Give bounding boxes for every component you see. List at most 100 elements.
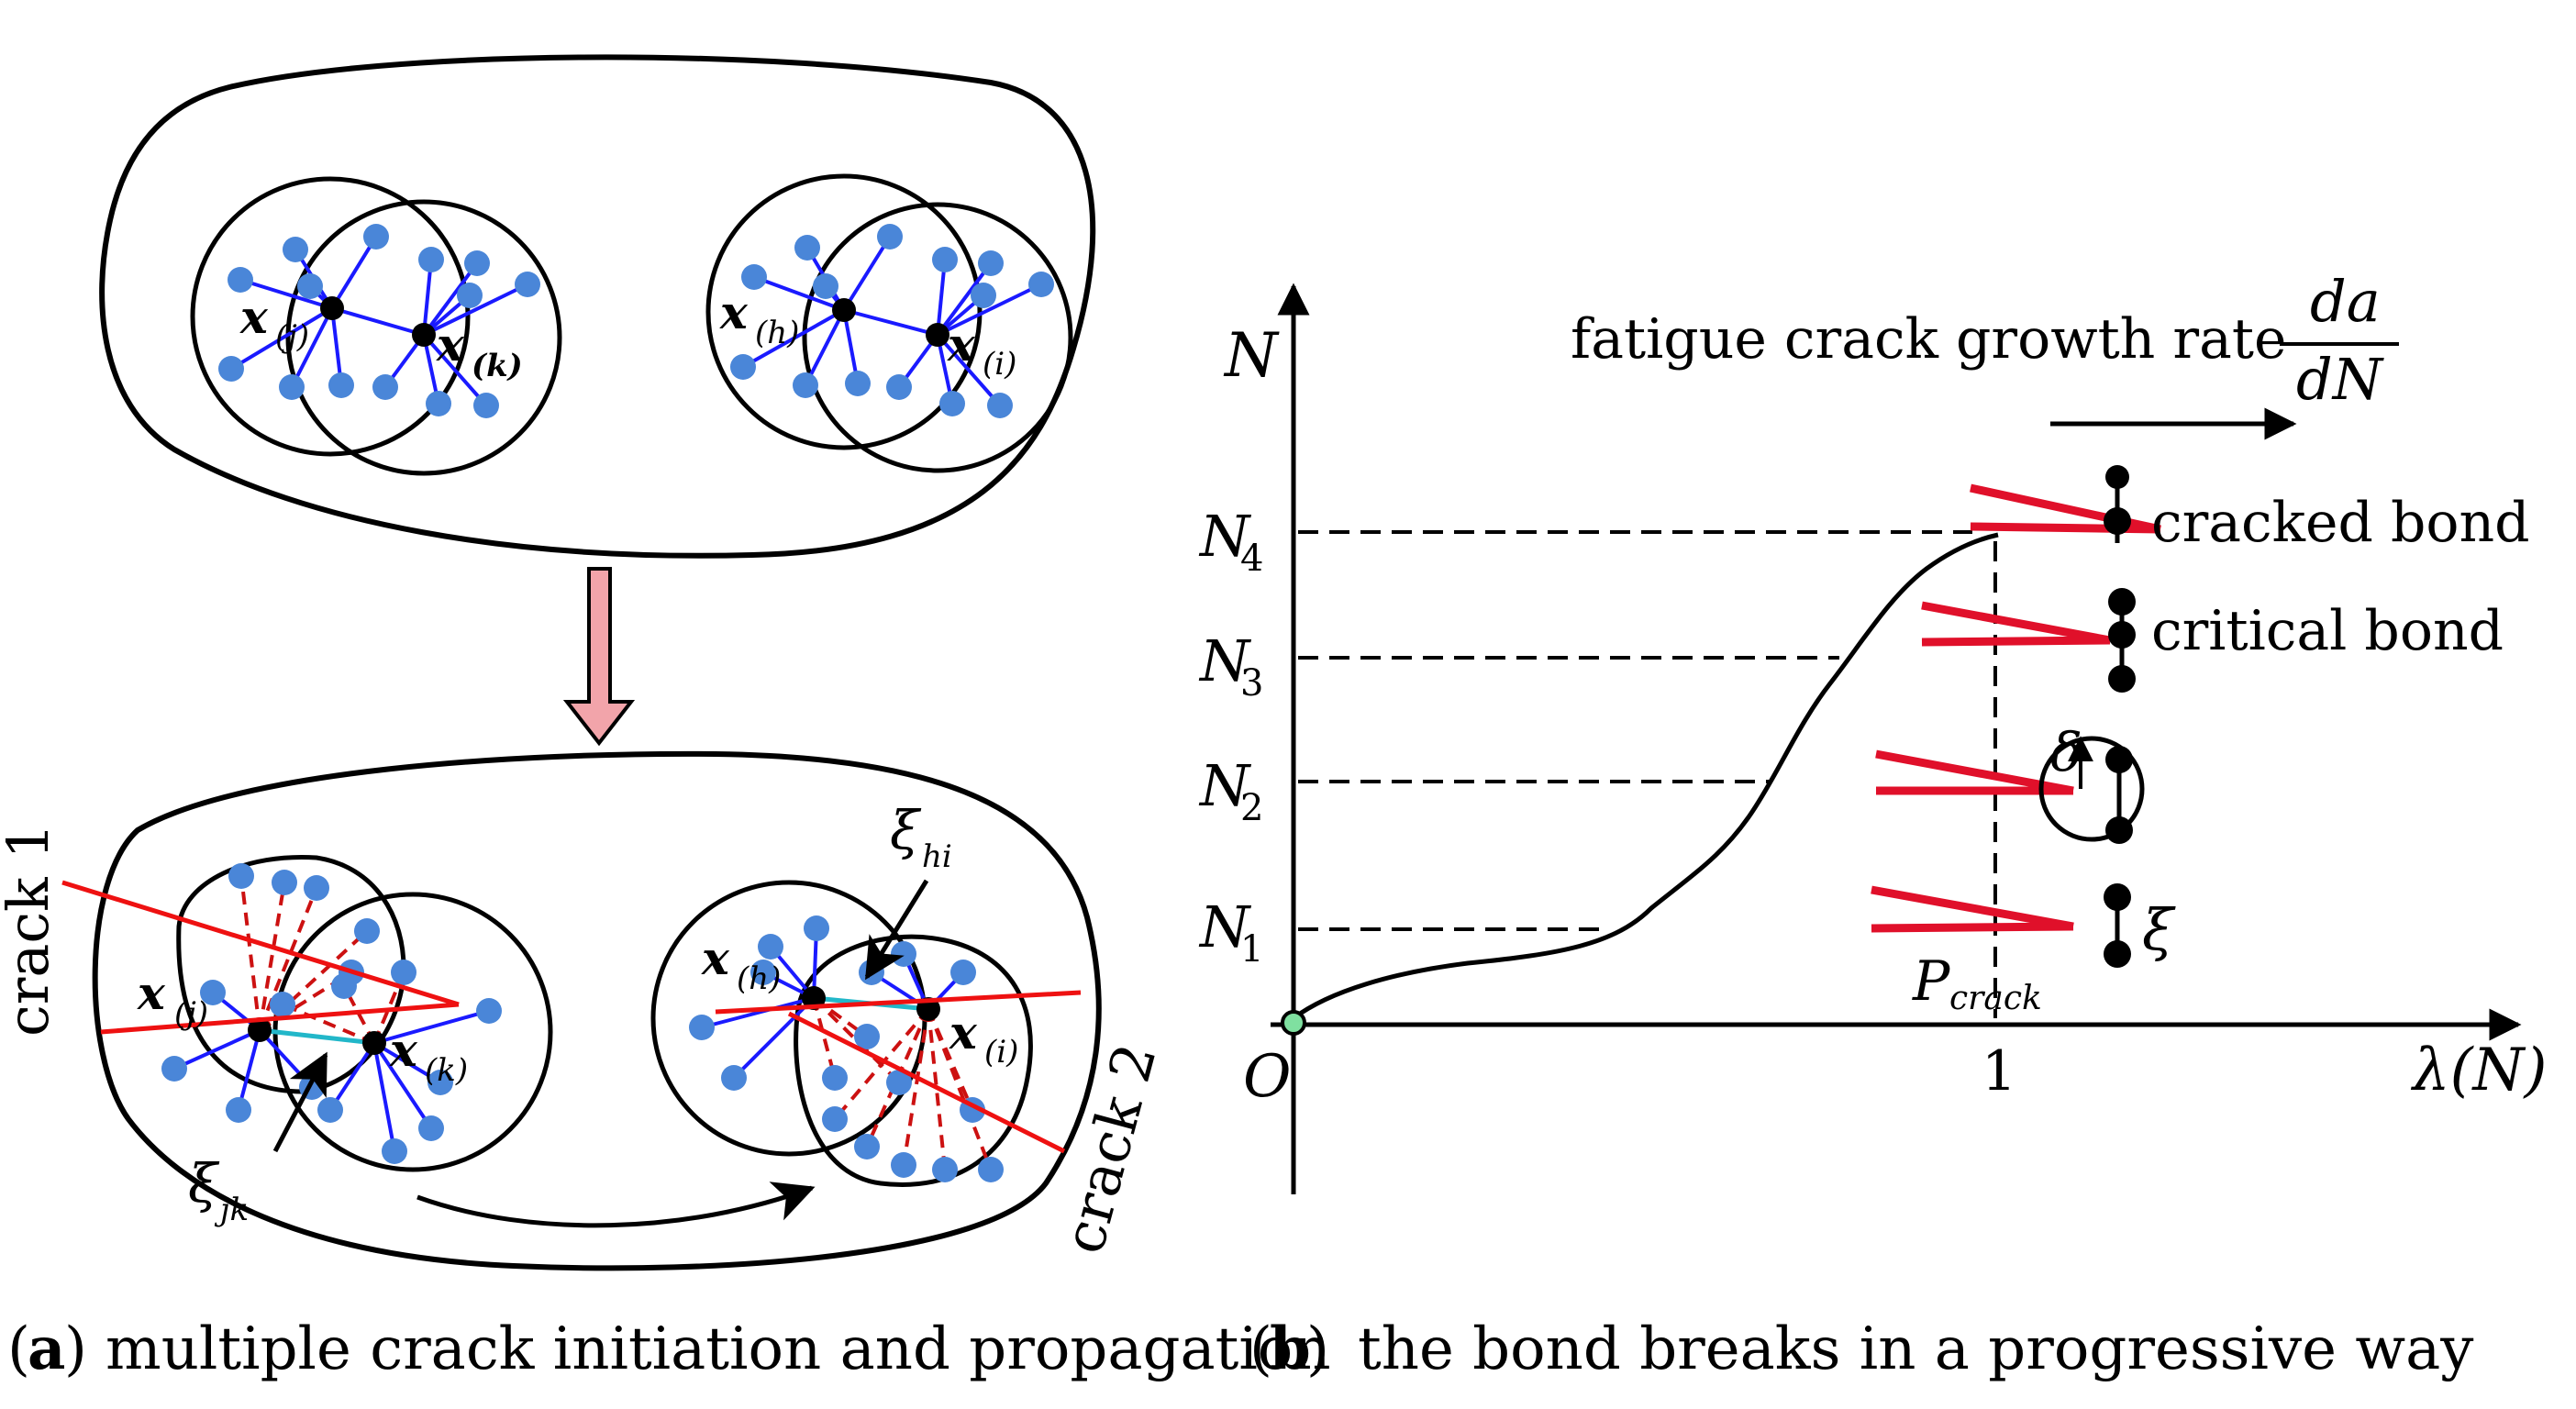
material-point <box>161 1056 187 1082</box>
body-outline-top <box>99 54 1096 559</box>
material-point <box>272 870 297 895</box>
material-point <box>886 374 912 400</box>
bond-line <box>229 306 334 371</box>
label-x-j-top-sub: (j) <box>275 318 309 355</box>
bond-line <box>328 1041 376 1112</box>
material-point <box>978 1157 1004 1182</box>
bond-line <box>927 1008 947 1170</box>
label-x-h-top-sub: (h) <box>755 315 799 351</box>
xi-hi-arrow <box>864 879 929 981</box>
center-point <box>362 1031 386 1055</box>
propagation-arrow <box>416 1182 816 1228</box>
bottom-bond-network <box>161 863 1004 1182</box>
material-point <box>270 992 295 1017</box>
y-tick-n1-sub: 1 <box>1240 928 1263 971</box>
label-xi-hi-sub: hi <box>922 838 952 875</box>
rate-title: fatigue crack growth rate <box>1571 307 2286 372</box>
material-point <box>793 372 818 398</box>
bond-line <box>331 306 425 337</box>
material-point <box>891 941 916 967</box>
material-point <box>200 980 226 1005</box>
material-point <box>1028 272 1054 297</box>
material-point <box>987 393 1013 418</box>
center-point <box>248 1018 272 1042</box>
label-crack-1: crack 1 <box>0 823 61 1037</box>
bond-line <box>330 307 343 386</box>
bond-line <box>936 333 1002 407</box>
material-point <box>854 1134 880 1159</box>
rate-numerator: da <box>2310 268 2381 335</box>
body-outline-bottom <box>92 750 1102 1271</box>
xi-jk-bond <box>259 1027 375 1046</box>
material-point <box>426 391 451 416</box>
material-point <box>382 1138 407 1164</box>
label-x-i-top: x <box>947 317 976 372</box>
material-point <box>794 235 820 261</box>
center-point <box>832 298 856 322</box>
captions: ( a ) multiple crack initiation and prop… <box>7 1315 2473 1383</box>
label-xi-jk-sub: jk <box>214 1192 249 1228</box>
material-point <box>932 1157 958 1182</box>
bond-line <box>927 1008 974 1111</box>
caption-a-letter: a <box>28 1315 65 1383</box>
wedge-cracked <box>1970 483 2161 534</box>
bond-column <box>2038 465 2145 968</box>
y-tick-n3: N <box>1198 627 1252 694</box>
p-crack-sub: crack <box>1949 980 2042 1017</box>
material-point <box>279 374 305 400</box>
caption-a-open: ( <box>7 1315 30 1383</box>
label-x-h-top: x <box>719 285 749 339</box>
material-point <box>218 356 244 382</box>
material-point <box>854 1024 880 1049</box>
material-point <box>427 1070 453 1095</box>
bond-line <box>290 307 334 388</box>
rate-denominator: dN <box>2296 346 2385 413</box>
material-point <box>317 1097 343 1123</box>
label-x-h-bottom-sub: (h) <box>737 960 781 997</box>
y-tick-n4: N <box>1198 503 1252 570</box>
bond-line <box>937 283 1042 337</box>
material-point <box>891 1152 916 1178</box>
material-point <box>473 393 499 418</box>
center-point <box>412 323 436 347</box>
center-point <box>802 986 826 1010</box>
y-tick-n3-sub: 3 <box>1240 662 1263 704</box>
fatigue-curve <box>1292 532 1999 1021</box>
material-point <box>226 1097 251 1123</box>
x-tick-1: 1 <box>1982 1039 2016 1104</box>
material-point <box>750 960 776 985</box>
bond-line <box>753 275 845 312</box>
material-point <box>741 264 767 290</box>
bond-line <box>422 333 488 407</box>
xi-jk-arrow <box>272 1051 328 1153</box>
bond-line <box>372 1041 433 1130</box>
caption-a-text: multiple crack initiation and propagatio… <box>105 1315 1331 1383</box>
material-point <box>932 247 958 272</box>
p-crack-label: P <box>1912 949 1951 1014</box>
material-point <box>297 273 323 299</box>
bond-line <box>833 1007 930 1121</box>
material-point <box>283 237 308 262</box>
bond-line <box>422 261 479 337</box>
material-point <box>418 1115 444 1141</box>
label-x-k-top-sub: (k) <box>472 348 523 384</box>
material-point <box>228 267 253 293</box>
bond-line <box>701 996 815 1029</box>
bond-line <box>373 1009 490 1045</box>
label-x-i-bottom-sub: (i) <box>984 1034 1018 1071</box>
material-point <box>363 224 389 250</box>
label-x-i-bottom: x <box>949 1005 978 1060</box>
bond-line <box>732 996 816 1080</box>
material-point <box>886 1070 912 1095</box>
panel-a-bottom-labels: x (j) x (k) x (h) x (i) ξ jk ξ hi crack … <box>0 799 1170 1260</box>
panel-a-top <box>99 54 1096 559</box>
center-point <box>320 296 344 320</box>
caption-b-close: ) <box>1306 1315 1329 1383</box>
bond-line <box>258 882 286 1031</box>
label-x-i-top-sub: (i) <box>983 346 1016 383</box>
label-x-h-bottom: x <box>701 931 730 985</box>
origin-dot <box>1281 1010 1306 1036</box>
origin-label: O <box>1243 1043 1291 1111</box>
bond-line <box>282 1003 375 1045</box>
